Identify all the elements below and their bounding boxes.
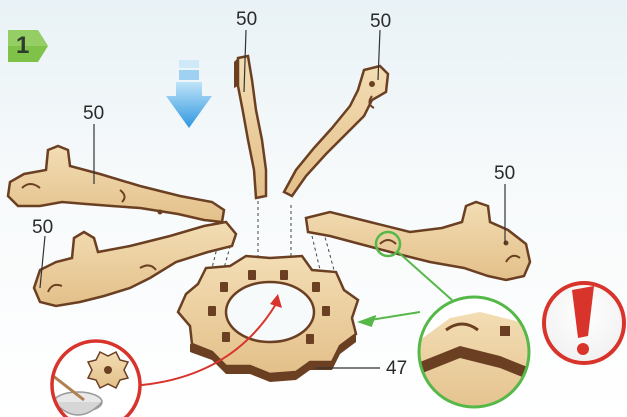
label-left-upper-piece: 50 — [83, 104, 104, 123]
piece-50-right — [306, 202, 530, 280]
piece-50-top-right — [284, 66, 388, 196]
label-left-lower-piece: 50 — [32, 218, 53, 237]
label-top-right-piece: 50 — [370, 12, 391, 31]
label-right-piece: 50 — [494, 164, 515, 183]
down-arrow-icon — [166, 60, 212, 128]
piece-50-left-upper — [8, 146, 224, 222]
exclamation-icon — [544, 283, 624, 363]
step-number-badge: 1 — [6, 30, 46, 60]
zoom-detail — [419, 297, 540, 417]
step-number: 1 — [16, 32, 29, 60]
glue-bowl-icon — [48, 341, 140, 417]
base-gear-47 — [178, 256, 358, 382]
label-top-left-piece: 50 — [236, 10, 257, 29]
piece-50-top-left — [234, 56, 266, 198]
label-base-gear: 47 — [386, 359, 407, 378]
